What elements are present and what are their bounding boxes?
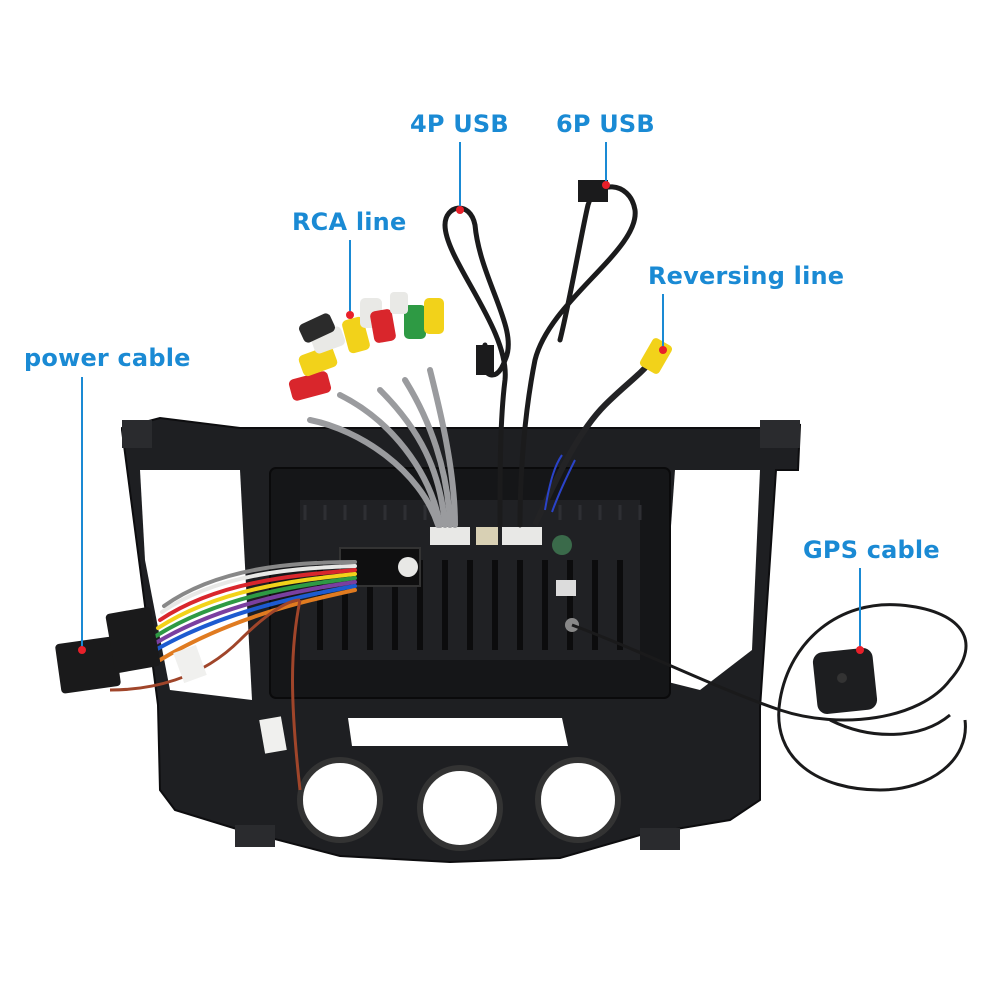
usb-6p-cable bbox=[517, 180, 638, 528]
mount-tab bbox=[122, 420, 152, 448]
label-4p-usb: 4P USB bbox=[410, 110, 509, 138]
frame-right-cutout bbox=[660, 470, 760, 690]
knob-hole-center bbox=[417, 765, 503, 851]
mount-tab bbox=[760, 420, 800, 448]
rca-plug-red-2 bbox=[370, 309, 396, 343]
heatsink-ribs bbox=[317, 560, 623, 650]
label-gps-cable: GPS cable bbox=[803, 536, 940, 564]
frame-slot bbox=[348, 718, 568, 746]
label-rca-line: RCA line bbox=[292, 208, 407, 236]
rca-plug-green bbox=[404, 305, 426, 339]
rca-plug-red bbox=[288, 371, 332, 401]
iso-connector-right bbox=[105, 607, 161, 673]
ce-label bbox=[398, 557, 418, 577]
callout-leaders bbox=[78, 142, 864, 654]
leader-dot-rca bbox=[346, 311, 354, 319]
label-6p-usb: 6P USB bbox=[556, 110, 655, 138]
leader-dot-reversing bbox=[659, 346, 667, 354]
wire-tag bbox=[259, 716, 287, 754]
head-unit-back bbox=[269, 467, 671, 699]
leader-dot-gps bbox=[856, 646, 864, 654]
knob-hole-right bbox=[535, 757, 621, 843]
usb-4p-cable bbox=[442, 205, 511, 528]
iso-connector-left bbox=[55, 636, 121, 694]
connector-block bbox=[430, 527, 470, 545]
gps-antenna-cable bbox=[571, 603, 968, 792]
rca-plug-black bbox=[299, 313, 335, 343]
rca-line-bundle bbox=[288, 292, 458, 528]
wire-tag bbox=[173, 644, 207, 684]
fakra-port bbox=[556, 580, 576, 596]
leader-dot-4p-usb bbox=[456, 206, 464, 214]
label-power-cable: power cable bbox=[24, 344, 191, 372]
leader-dot-power bbox=[78, 646, 86, 654]
knob-hole-left bbox=[297, 757, 383, 843]
rca-plug-yellow bbox=[298, 345, 338, 377]
top-vent-slots bbox=[303, 505, 642, 520]
connector-block bbox=[502, 527, 542, 545]
rca-plug-white-3 bbox=[390, 292, 408, 314]
power-cable-harness bbox=[55, 560, 357, 791]
leader-dot-6p-usb bbox=[602, 181, 610, 189]
mount-tab bbox=[640, 828, 680, 850]
mount-tab bbox=[235, 825, 275, 847]
rca-plug-yellow-3 bbox=[424, 298, 444, 334]
antenna-port bbox=[552, 535, 572, 555]
connector-block bbox=[476, 527, 498, 545]
label-reversing-line: Reversing line bbox=[648, 262, 845, 290]
